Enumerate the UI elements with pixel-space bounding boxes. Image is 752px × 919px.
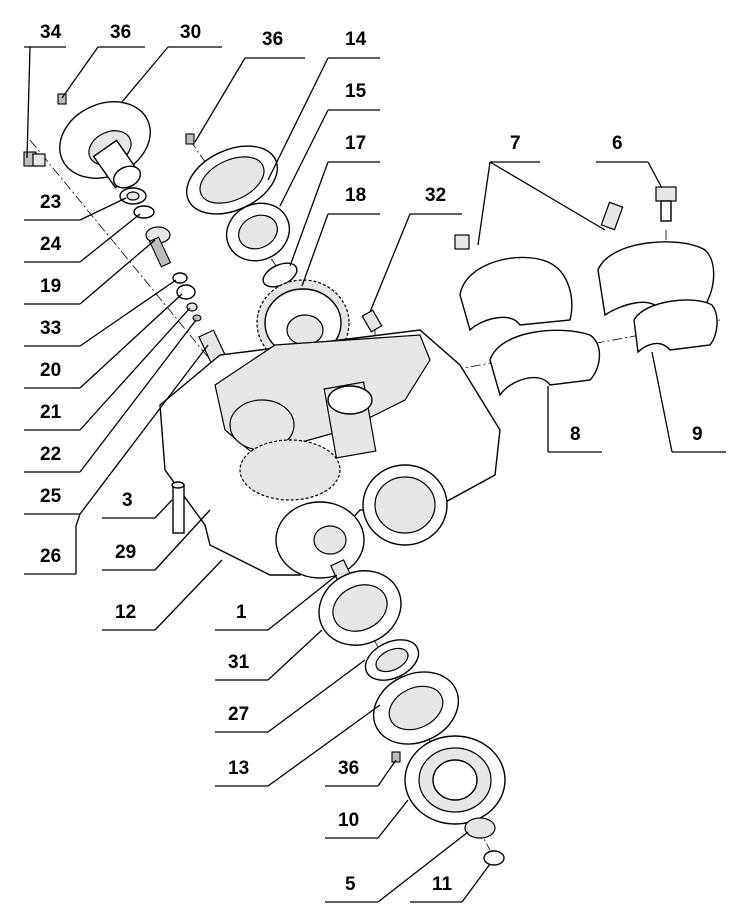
callout-label: 18 bbox=[345, 185, 366, 206]
part-screw-7 bbox=[454, 201, 624, 250]
callout-label: 7 bbox=[510, 133, 521, 154]
callout-label: 22 bbox=[40, 444, 61, 465]
callout-label: 33 bbox=[40, 318, 61, 339]
callout-label: 25 bbox=[40, 486, 62, 507]
callout-label: 19 bbox=[40, 276, 61, 297]
callout-label: 32 bbox=[425, 185, 446, 206]
callout-label: 30 bbox=[180, 22, 201, 43]
callout-label: 1 bbox=[236, 602, 247, 623]
part-housing bbox=[159, 329, 501, 579]
callout-label: 13 bbox=[228, 758, 249, 779]
callout-label: 36 bbox=[110, 22, 131, 43]
callout-label: 9 bbox=[692, 424, 703, 445]
callout-label: 3 bbox=[122, 490, 133, 511]
part-key-32 bbox=[361, 309, 383, 333]
part-washer-5 bbox=[464, 817, 496, 839]
callout-label: 21 bbox=[40, 402, 62, 423]
callout-label: 20 bbox=[40, 360, 61, 381]
callout-label: 10 bbox=[338, 810, 359, 831]
part-bearing-15 bbox=[225, 202, 291, 262]
part-seal-27 bbox=[364, 639, 420, 681]
part-bearing-8 bbox=[459, 256, 601, 397]
callout-labels: 34 36 30 36 14 15 17 18 32 7 6 23 24 19 … bbox=[40, 22, 703, 895]
callout-label: 14 bbox=[345, 29, 367, 50]
callout-label: 29 bbox=[115, 542, 136, 563]
part-screw-36d bbox=[391, 751, 401, 763]
callout-label: 11 bbox=[432, 874, 453, 895]
part-bearing-9 bbox=[597, 241, 718, 354]
callout-label: 15 bbox=[345, 81, 367, 102]
part-screw-36a bbox=[57, 93, 67, 105]
callout-label: 24 bbox=[40, 234, 62, 255]
part-ring-23 bbox=[119, 187, 147, 205]
callout-label: 27 bbox=[228, 704, 249, 725]
part-cover-14 bbox=[185, 133, 279, 215]
part-bolt-3 bbox=[171, 481, 185, 534]
callout-label: 23 bbox=[40, 192, 61, 213]
callout-label: 36 bbox=[338, 758, 359, 779]
part-flange-30 bbox=[59, 101, 151, 189]
part-bearing-31 bbox=[318, 570, 402, 646]
callout-label: 5 bbox=[345, 874, 356, 895]
part-pulley-10 bbox=[404, 735, 506, 825]
callout-label: 17 bbox=[345, 133, 366, 154]
part-cover-13 bbox=[372, 671, 460, 745]
part-bolt-6 bbox=[655, 186, 677, 222]
leader-lines bbox=[24, 46, 726, 903]
part-parts-33-20-21-22 bbox=[172, 272, 202, 322]
part-bolt-11 bbox=[483, 850, 505, 866]
callout-label: 31 bbox=[228, 652, 250, 673]
callout-label: 8 bbox=[570, 424, 581, 445]
callout-label: 12 bbox=[115, 602, 136, 623]
callout-label: 6 bbox=[612, 133, 623, 154]
callout-label: 26 bbox=[40, 546, 61, 567]
callout-label: 34 bbox=[40, 22, 62, 43]
part-pinion-19 bbox=[145, 226, 172, 268]
callout-label: 36 bbox=[262, 29, 283, 50]
